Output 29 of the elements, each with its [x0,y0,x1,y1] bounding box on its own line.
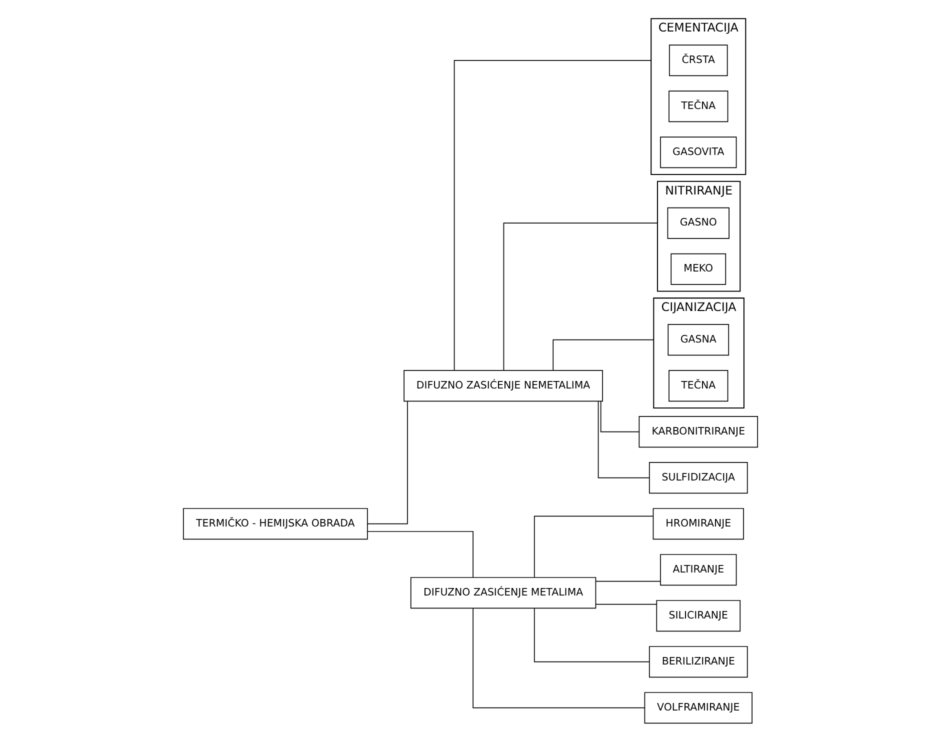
connector [454,60,652,371]
node-box: SILICIRANJE [656,600,741,632]
connector [472,608,646,708]
connector [534,608,650,662]
node-box: HROMIRANJE [652,508,744,540]
node-box: DIFUZNO ZASIĆENJE NEMETALIMA [404,370,603,402]
node-box: MEKO [670,253,726,285]
connector [534,516,654,578]
connector [598,401,650,478]
connector [596,604,657,605]
node-box: SULFIDIZACIJA [648,462,748,494]
connector [367,400,408,524]
connector [367,531,474,578]
node-box: DIFUZNO ZASIĆENJE METALIMA [410,577,596,609]
node-box: TERMIČKO - HEMIJSKA OBRADA [182,508,368,540]
connector [552,339,654,371]
node-box: TEČNA [668,370,728,402]
node-box: GASNA [668,324,730,356]
node-box: ALTIRANJE [660,554,737,586]
connector [596,580,661,582]
node-box: KARBONITRIRANJE [638,416,758,448]
node-box: GASNO [667,207,730,239]
connector [503,222,658,371]
node-box: BERILIZIRANJE [648,646,748,678]
node-box: TEČNA [668,90,728,122]
node-box: ČRSTA [669,44,728,76]
node-box: GASOVITA [660,136,737,168]
connector [600,400,640,432]
node-box: VOLFRAMIRANJE [644,692,752,724]
